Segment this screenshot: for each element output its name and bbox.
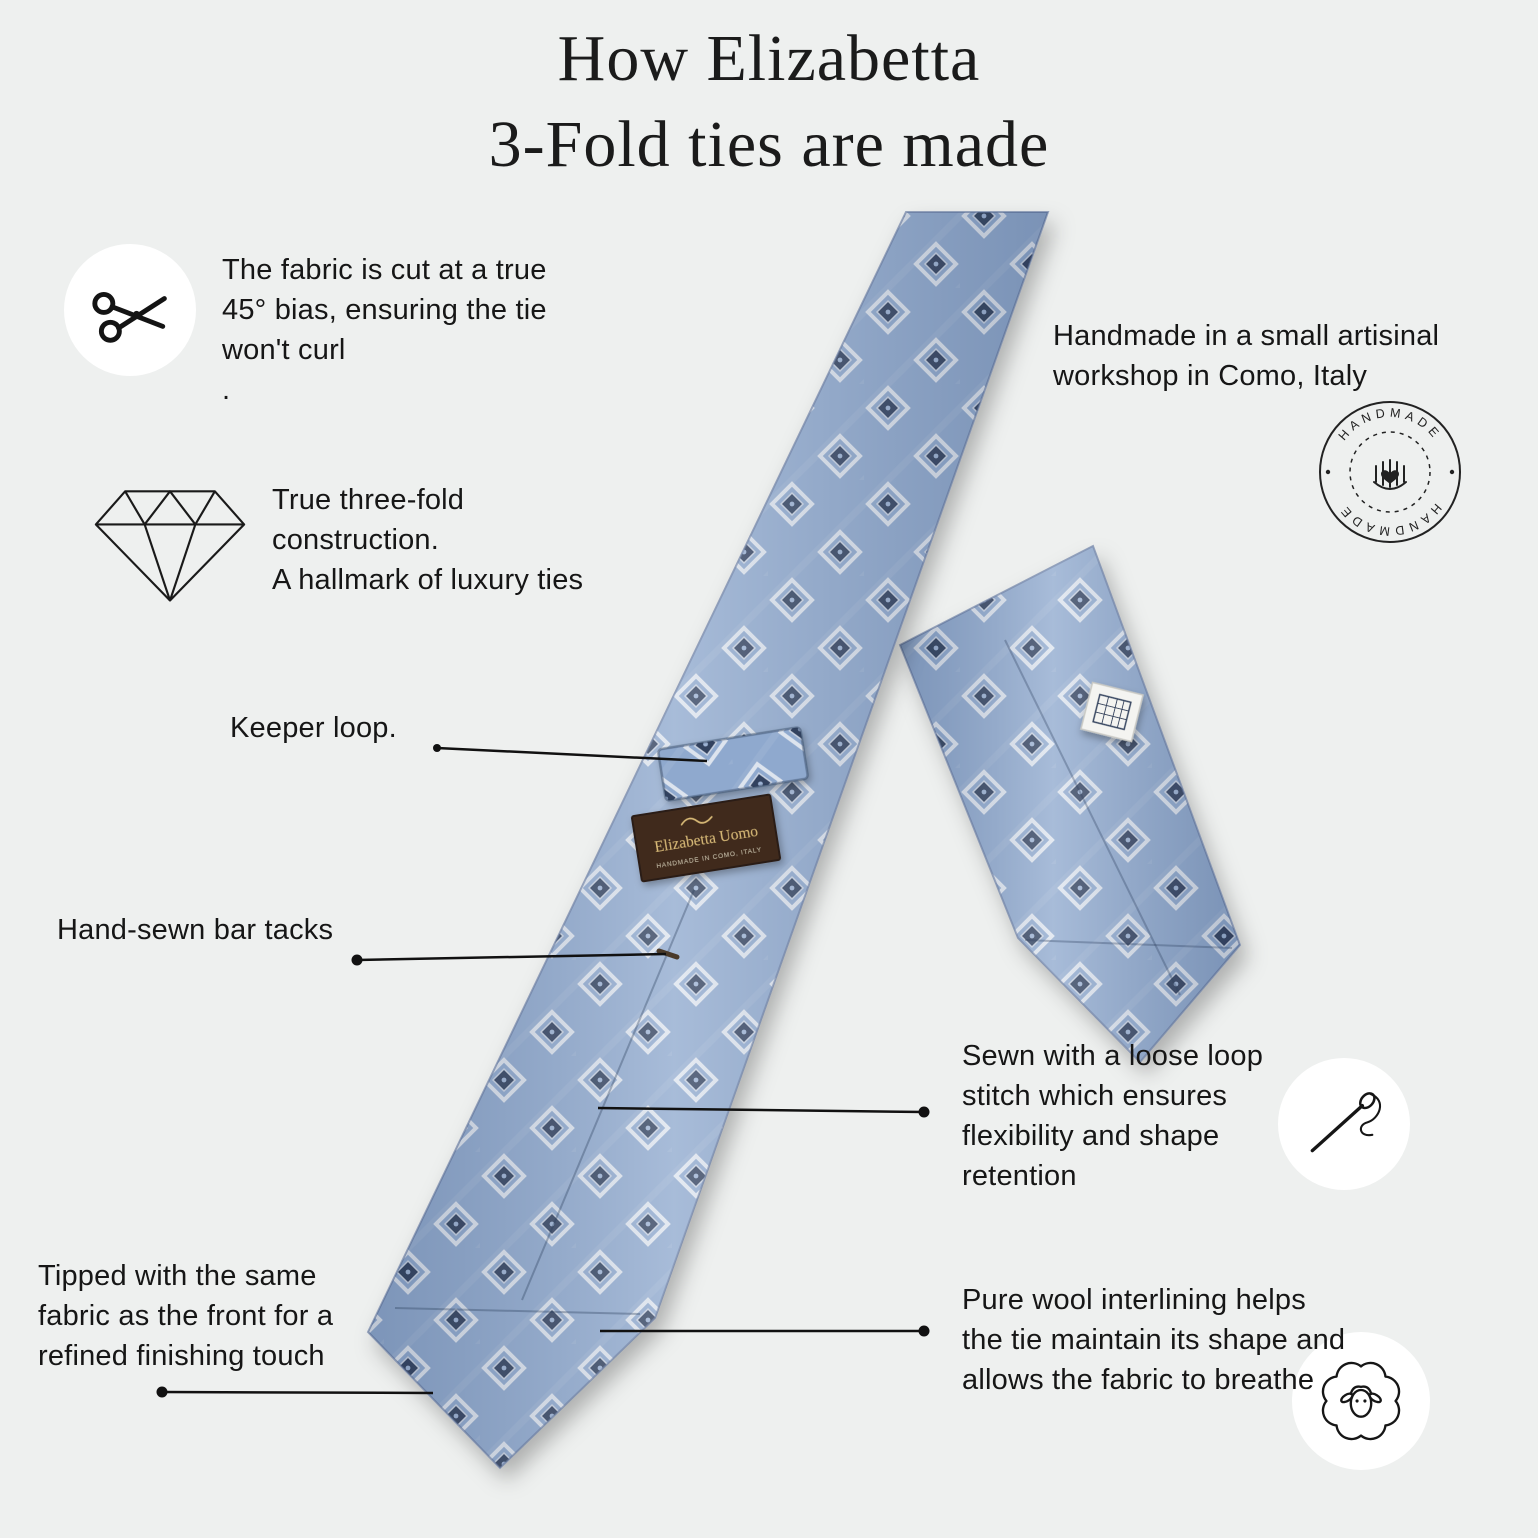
callout-tipped: Tipped with the same fabric as the front… <box>38 1260 334 1373</box>
care-label <box>1080 681 1144 743</box>
wool-dot <box>918 1325 930 1337</box>
tipped-line <box>161 1390 434 1395</box>
callout-keeper-loop: Keeper loop. <box>230 712 397 744</box>
diamond-icon <box>92 472 248 612</box>
callout-fabric-cut: The fabric is cut at a true 45° bias, en… <box>222 254 547 407</box>
loop-stitch-line <box>597 1106 925 1114</box>
callout-bar-tacks: Hand-sewn bar tacks <box>57 914 334 946</box>
tipped-dot <box>156 1386 168 1398</box>
loop-stitch-dot <box>918 1106 930 1118</box>
callout-lines <box>161 746 925 1395</box>
callout-dots <box>156 744 930 1398</box>
needle-thread-icon <box>1278 1058 1410 1190</box>
page-title: How Elizabetta 3-Fold ties are made <box>488 22 1050 181</box>
brand-label: Elizabetta Uomo HANDMADE IN COMO, ITALY <box>630 793 782 883</box>
sheep-icon <box>1292 1332 1430 1470</box>
handmade-badge-icon: HANDMADE HANDMADE <box>1316 398 1464 546</box>
keeper-loop <box>657 726 809 802</box>
tie-tail <box>898 544 1242 1064</box>
bar-tack-stitch <box>656 948 680 960</box>
callout-three-fold: True three-fold construction. A hallmark… <box>272 484 584 597</box>
callout-loop-stitch: Sewn with a loose loop stitch which ensu… <box>962 1040 1264 1193</box>
keeper-loop-dot <box>433 744 441 752</box>
callout-handmade-workshop: Handmade in a small artisinal workshop i… <box>1053 320 1440 393</box>
keeper-loop-line <box>436 746 708 763</box>
bar-tacks-dot <box>351 954 363 966</box>
scissors-icon <box>64 244 196 376</box>
callout-wool-interlining: Pure wool interlining helps the tie main… <box>962 1284 1346 1397</box>
bar-tacks-line <box>356 952 667 962</box>
